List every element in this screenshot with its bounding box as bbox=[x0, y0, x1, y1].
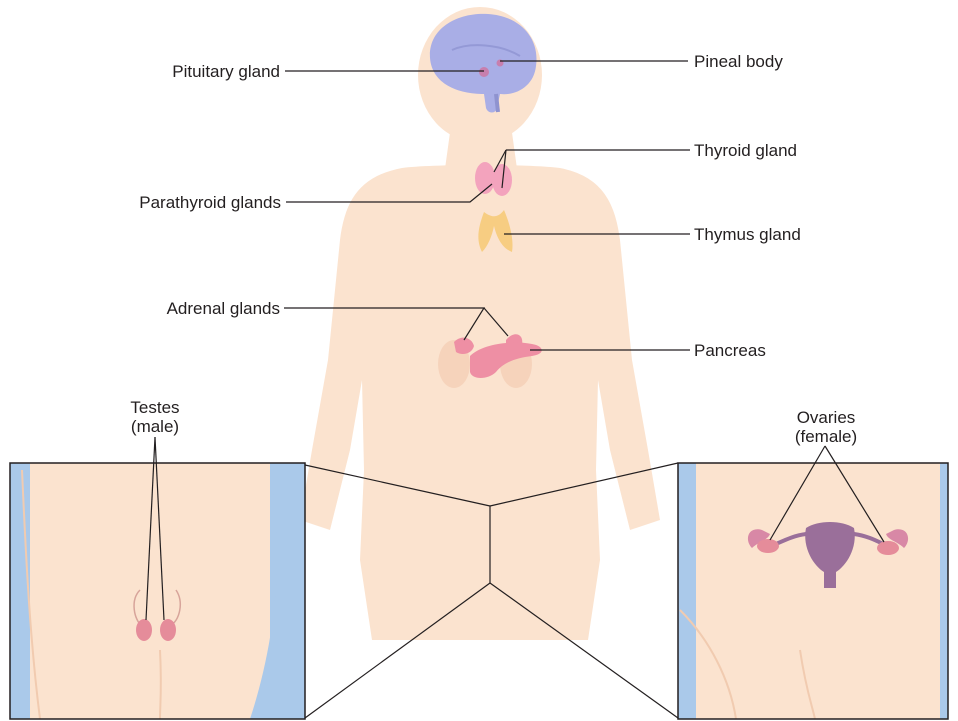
label-thyroid: Thyroid gland bbox=[694, 141, 797, 160]
ovary-right bbox=[877, 541, 899, 555]
label-testes-sub: (male) bbox=[131, 417, 179, 436]
label-pineal: Pineal body bbox=[694, 52, 783, 71]
female-inset bbox=[678, 463, 948, 719]
label-parathyroid: Parathyroid glands bbox=[139, 193, 281, 212]
testis-right bbox=[160, 619, 176, 641]
label-thymus: Thymus gland bbox=[694, 225, 801, 244]
label-pancreas: Pancreas bbox=[694, 341, 766, 360]
body-silhouette bbox=[300, 7, 660, 640]
testis-left bbox=[136, 619, 152, 641]
pituitary-gland bbox=[479, 67, 489, 77]
male-inset bbox=[10, 463, 305, 719]
label-testes: Testes bbox=[130, 398, 179, 417]
label-pituitary: Pituitary gland bbox=[172, 62, 280, 81]
label-ovaries: Ovaries bbox=[797, 408, 856, 427]
label-ovaries-sub: (female) bbox=[795, 427, 857, 446]
label-adrenal: Adrenal glands bbox=[167, 299, 280, 318]
ovary-left bbox=[757, 539, 779, 553]
